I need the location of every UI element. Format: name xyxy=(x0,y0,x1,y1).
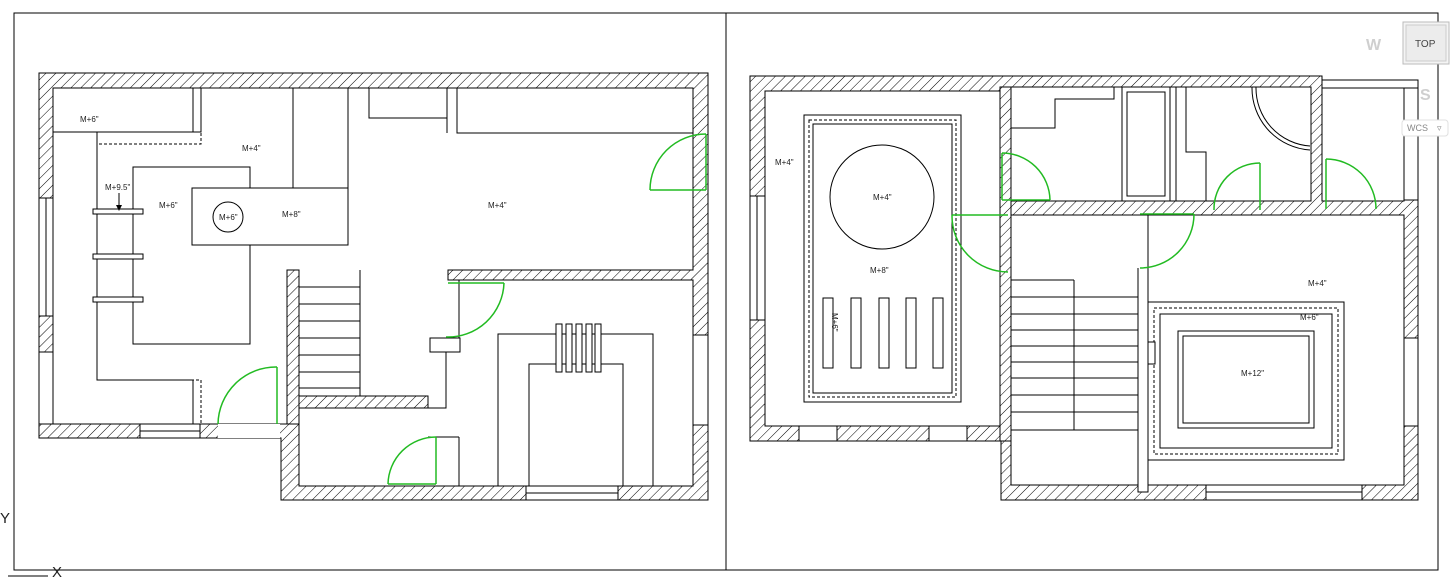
left-ceiling-light xyxy=(212,201,244,233)
viewcube-face-label: TOP xyxy=(1415,39,1436,50)
right-level-label-2: M+4" xyxy=(873,193,892,202)
wcs-label: WCS xyxy=(1407,123,1428,133)
wcs-menu-button[interactable] xyxy=(1401,119,1449,137)
right-level-label-3: M+8" xyxy=(870,266,889,275)
left-staircase xyxy=(299,270,361,396)
right-floor-plan: M+4" M+4" M+8" M+6" M+4" M+6" M+12" xyxy=(749,75,1419,501)
viewcube-south-label[interactable]: S xyxy=(1420,87,1431,104)
left-level-label-3: M+9.5" xyxy=(105,183,130,192)
right-level-label-1: M+4" xyxy=(775,158,794,167)
right-doors xyxy=(951,152,1377,273)
right-level-label-6: M+6" xyxy=(1300,313,1319,322)
right-ceiling-dome xyxy=(829,144,935,250)
x-axis-label: X xyxy=(52,564,62,579)
left-level-label-5: M+6" xyxy=(219,213,238,222)
left-plan-walls xyxy=(38,72,709,501)
left-window-east xyxy=(692,334,709,426)
left-level-label-1: M+6" xyxy=(80,115,99,124)
left-floor-plan: M+6" M+4" M+9.5" M+6" M+6" M+8" M+4" xyxy=(38,72,709,501)
left-inner-wall xyxy=(286,269,300,425)
chevron-down-icon[interactable]: ▿ xyxy=(1437,123,1442,133)
left-level-label-7: M+4" xyxy=(488,201,507,210)
left-level-label-2: M+4" xyxy=(242,144,261,153)
ucs-icon: Y X xyxy=(0,510,62,579)
left-level-label-4: M+6" xyxy=(159,201,178,210)
left-doors xyxy=(217,133,707,485)
viewcube[interactable]: TOP W S WCS ▿ xyxy=(1366,21,1450,137)
right-level-label-4: M+6" xyxy=(830,313,839,332)
right-level-label-7: M+12" xyxy=(1241,369,1264,378)
left-level-label-6: M+8" xyxy=(282,210,301,219)
right-viewport-frame xyxy=(725,12,1439,571)
right-staircase xyxy=(1011,215,1149,492)
viewcube-west-label[interactable]: W xyxy=(1366,37,1382,54)
y-axis-label: Y xyxy=(0,510,10,527)
right-plan-walls xyxy=(749,75,1419,501)
right-level-label-5: M+4" xyxy=(1308,279,1327,288)
left-window-west-2 xyxy=(38,351,54,425)
